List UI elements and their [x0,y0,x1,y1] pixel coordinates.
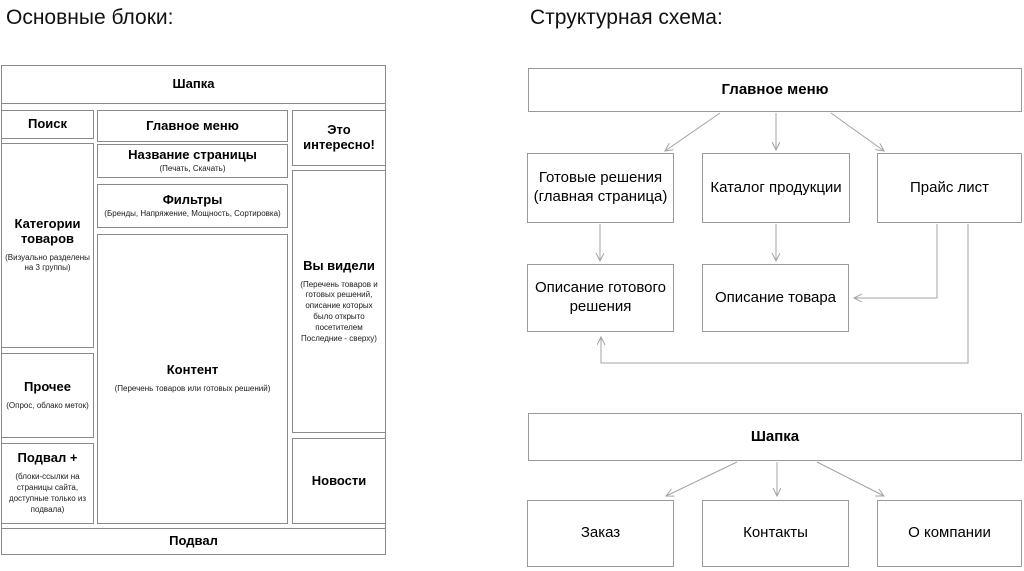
node-product-description: Описание товара [702,264,849,332]
block-interesting: Это интересно! [292,110,386,166]
block-news-label: Новости [311,472,367,488]
block-interesting-label: Это интересно! [303,122,375,152]
block-search-label: Поиск [27,116,67,132]
block-categories: Категории товаров (Визуально разделены н… [1,143,94,348]
block-footer: Подвал [1,528,386,555]
block-content-label: Контент [166,362,219,378]
block-footer-plus: Подвал + (блоки-ссылки на страницы сайта… [1,443,94,524]
block-header-label: Шапка [172,76,215,92]
block-categories-label: Категории товаров [14,215,81,246]
node-about-company: О компании [877,500,1022,567]
block-other-label: Прочее [24,378,71,394]
arrow-menu-to-ready [665,112,721,151]
block-you-have-seen-label: Вы видели [303,257,375,273]
block-footer-plus-note: (блоки-ссылки на страницы сайта, доступн… [8,472,87,514]
block-news: Новости [292,438,386,524]
node-main-menu: Главное меню [528,68,1022,112]
arrow-menu-to-price [830,112,884,151]
block-footer-label: Подвал [169,533,218,549]
right-diagram-title: Структурная схема: [530,6,723,29]
block-categories-note: (Визуально разделены на 3 группы) [5,252,90,273]
block-filters-note: (Бренды, Напряжение, Мощность, Сортировк… [104,208,281,218]
block-other: Прочее (Опрос, облако меток) [1,353,94,438]
node-solution-description: Описание готового решения [527,264,674,332]
arrow-price-to-product-desc [854,224,938,298]
node-ready-solutions: Готовые решения (главная страница) [527,153,674,223]
block-page-title-note: (Печать, Скачать) [159,163,226,173]
node-product-catalog: Каталог продукции [702,153,850,223]
block-filters: Фильтры (Бренды, Напряжение, Мощность, С… [97,184,288,228]
left-diagram-title: Основные блоки: [6,6,174,29]
block-content-note: (Перечень товаров или готовых решений) [114,384,271,394]
block-other-note: (Опрос, облако меток) [6,400,89,410]
node-contacts: Контакты [702,500,849,567]
block-you-have-seen: Вы видели (Перечень товаров и готовых ре… [292,170,386,433]
block-header: Шапка [1,65,386,104]
block-main-menu: Главное меню [97,110,288,142]
block-main-menu-label: Главное меню [146,117,239,133]
block-footer-plus-label: Подвал + [17,450,78,466]
node-price-list: Прайс лист [877,153,1022,223]
block-filters-label: Фильтры [162,191,223,207]
arrow-header-to-order [666,461,738,496]
block-page-title-label: Название страницы [128,146,257,162]
block-search: Поиск [1,110,94,139]
node-header: Шапка [528,413,1022,461]
block-page-title: Название страницы (Печать, Скачать) [97,144,288,178]
node-order: Заказ [527,500,674,567]
block-you-have-seen-note: (Перечень товаров и готовых решений, опи… [300,279,378,343]
block-content: Контент (Перечень товаров или готовых ре… [97,234,288,524]
arrow-header-to-about [816,461,884,496]
